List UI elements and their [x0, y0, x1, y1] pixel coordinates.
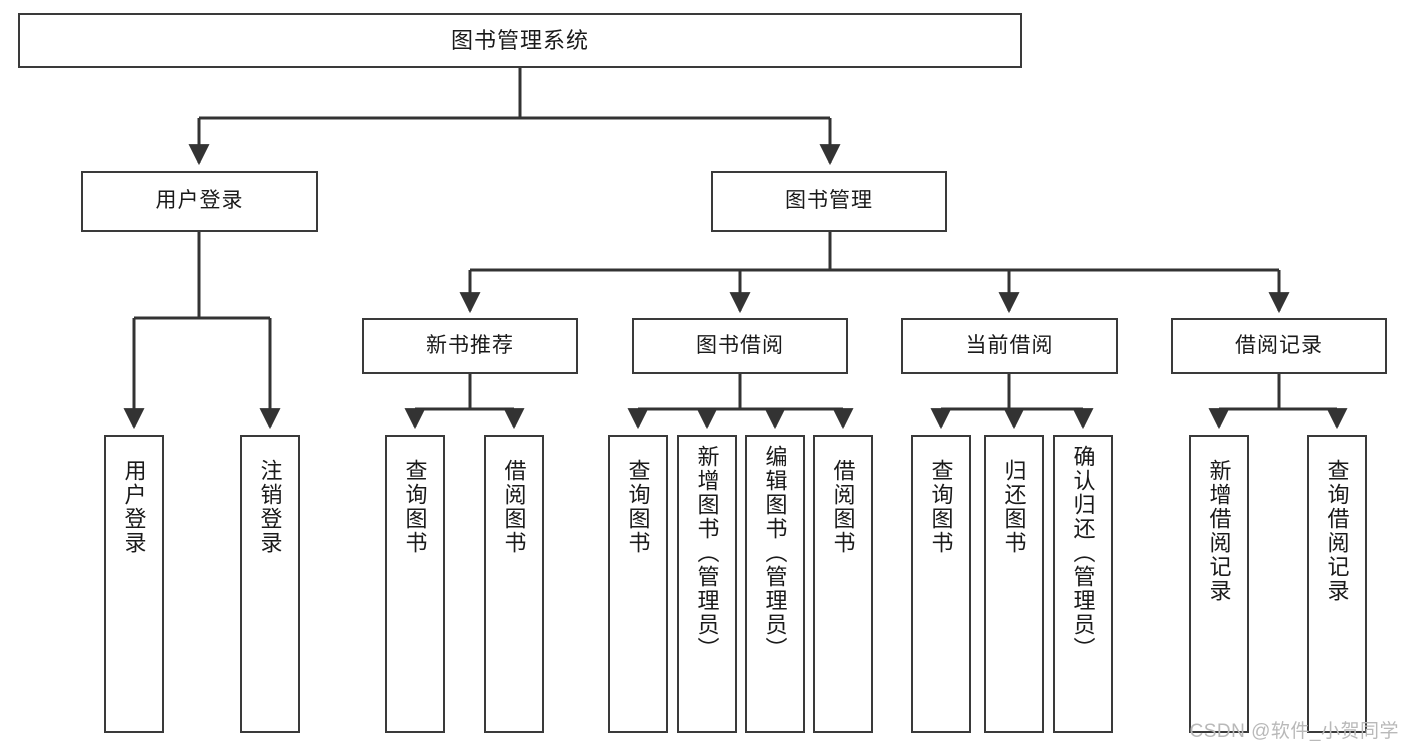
node-book-borrow[interactable]: 图书借阅 — [632, 318, 848, 374]
node-leaf-user-login[interactable]: 用户登录 — [104, 435, 164, 733]
node-current-borrow-label: 当前借阅 — [965, 333, 1054, 357]
node-leaf-query-book[interactable]: 查询图书 — [608, 435, 668, 733]
node-new-book-rec[interactable]: 新书推荐 — [362, 318, 578, 374]
node-book-borrow-label: 图书借阅 — [696, 333, 784, 357]
node-leaf-borrow-book-rec-label: 借阅图书 — [501, 459, 527, 555]
node-leaf-return-book-label: 归还图书 — [1001, 459, 1027, 555]
node-leaf-confirm-return-label: 确认归还（管理员） — [1070, 445, 1096, 661]
node-user-login-label: 用户登录 — [155, 189, 244, 213]
node-leaf-query-record[interactable]: 查询借阅记录 — [1307, 435, 1367, 733]
node-leaf-add-record-label: 新增借阅记录 — [1206, 459, 1232, 603]
node-leaf-query-book-rec-label: 查询图书 — [402, 459, 428, 555]
node-leaf-return-book[interactable]: 归还图书 — [984, 435, 1044, 733]
node-leaf-add-record[interactable]: 新增借阅记录 — [1189, 435, 1249, 733]
node-leaf-query-book-rec[interactable]: 查询图书 — [385, 435, 445, 733]
node-leaf-query-book-cur[interactable]: 查询图书 — [911, 435, 971, 733]
node-leaf-borrow-book-label: 借阅图书 — [830, 459, 856, 555]
node-leaf-user-login-label: 用户登录 — [121, 459, 147, 555]
node-borrow-record-label: 借阅记录 — [1235, 333, 1323, 357]
node-leaf-borrow-book-rec[interactable]: 借阅图书 — [484, 435, 544, 733]
node-root-label: 图书管理系统 — [450, 27, 589, 53]
node-leaf-edit-book-admin[interactable]: 编辑图书（管理员） — [745, 435, 805, 733]
node-leaf-query-book-cur-label: 查询图书 — [928, 459, 954, 555]
node-new-book-rec-label: 新书推荐 — [426, 333, 514, 357]
node-borrow-record[interactable]: 借阅记录 — [1171, 318, 1387, 374]
node-leaf-add-book-admin[interactable]: 新增图书（管理员） — [677, 435, 737, 733]
node-book-manage-label: 图书管理 — [785, 189, 873, 213]
node-leaf-add-book-admin-label: 新增图书（管理员） — [694, 445, 720, 661]
node-root[interactable]: 图书管理系统 — [18, 13, 1022, 68]
node-leaf-user-logout[interactable]: 注销登录 — [240, 435, 300, 733]
node-leaf-query-book-label: 查询图书 — [625, 459, 651, 555]
node-leaf-edit-book-admin-label: 编辑图书（管理员） — [762, 445, 788, 661]
node-leaf-user-logout-label: 注销登录 — [257, 459, 283, 555]
node-leaf-confirm-return[interactable]: 确认归还（管理员） — [1053, 435, 1113, 733]
node-user-login[interactable]: 用户登录 — [81, 171, 318, 232]
node-leaf-query-record-label: 查询借阅记录 — [1324, 459, 1350, 603]
node-leaf-borrow-book[interactable]: 借阅图书 — [813, 435, 873, 733]
node-book-manage[interactable]: 图书管理 — [711, 171, 947, 232]
node-current-borrow[interactable]: 当前借阅 — [901, 318, 1118, 374]
